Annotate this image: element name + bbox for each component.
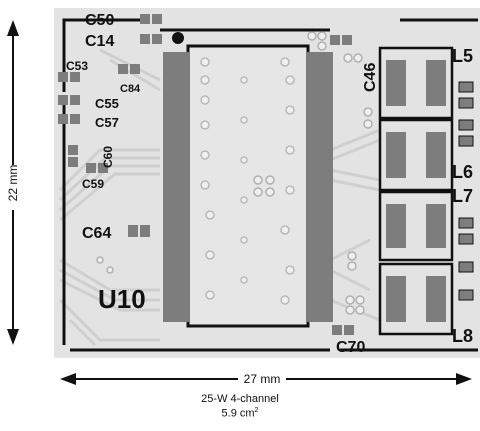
label-c14: C14 [85, 33, 114, 50]
label-u10: U10 [98, 284, 146, 314]
height-dimension-arrow [7, 20, 19, 345]
label-c70: C70 [336, 339, 365, 356]
label-c60: C60 [101, 146, 115, 168]
caption-line1: 25-W 4-channel [201, 393, 279, 405]
caption-line2: 5.9 cm2 [0, 405, 480, 420]
label-c59: C59 [82, 177, 104, 191]
ic-u10-vias [200, 57, 295, 305]
label-c50: C50 [85, 12, 114, 29]
capacitor-pads [58, 14, 354, 335]
label-l8: L8 [452, 326, 473, 346]
label-l6: L6 [452, 162, 473, 182]
ic-u10-right-pins [306, 52, 333, 322]
label-c84: C84 [120, 83, 141, 95]
label-c55: C55 [95, 96, 119, 111]
label-c53: C53 [66, 59, 88, 73]
width-dimension-arrow [60, 373, 472, 385]
label-c57: C57 [95, 115, 119, 130]
board-vias [96, 31, 373, 315]
pcb-traces [58, 48, 381, 347]
pcb-outlines [62, 18, 478, 352]
width-dimension-label: 27 mm [244, 372, 281, 386]
inductor-l7 [378, 190, 454, 262]
inductor-l6 [378, 118, 454, 192]
inductors [378, 46, 454, 336]
inductor-l5 [378, 46, 454, 120]
caption-area-value: 5.9 cm [221, 407, 255, 420]
label-c46: C46 [362, 63, 379, 92]
height-dimension-label: 22 mm [6, 165, 20, 202]
caption: 25-W 4-channel 5.9 cm2 [0, 393, 480, 420]
caption-area-exponent: 2 [254, 407, 259, 414]
label-l7: L7 [452, 186, 473, 206]
label-l5: L5 [452, 46, 473, 66]
edge-pads [458, 81, 474, 301]
pin1-marker [172, 32, 184, 44]
inductor-l8 [378, 262, 454, 336]
label-c64: C64 [82, 225, 111, 242]
ic-u10-left-pins [163, 52, 190, 322]
